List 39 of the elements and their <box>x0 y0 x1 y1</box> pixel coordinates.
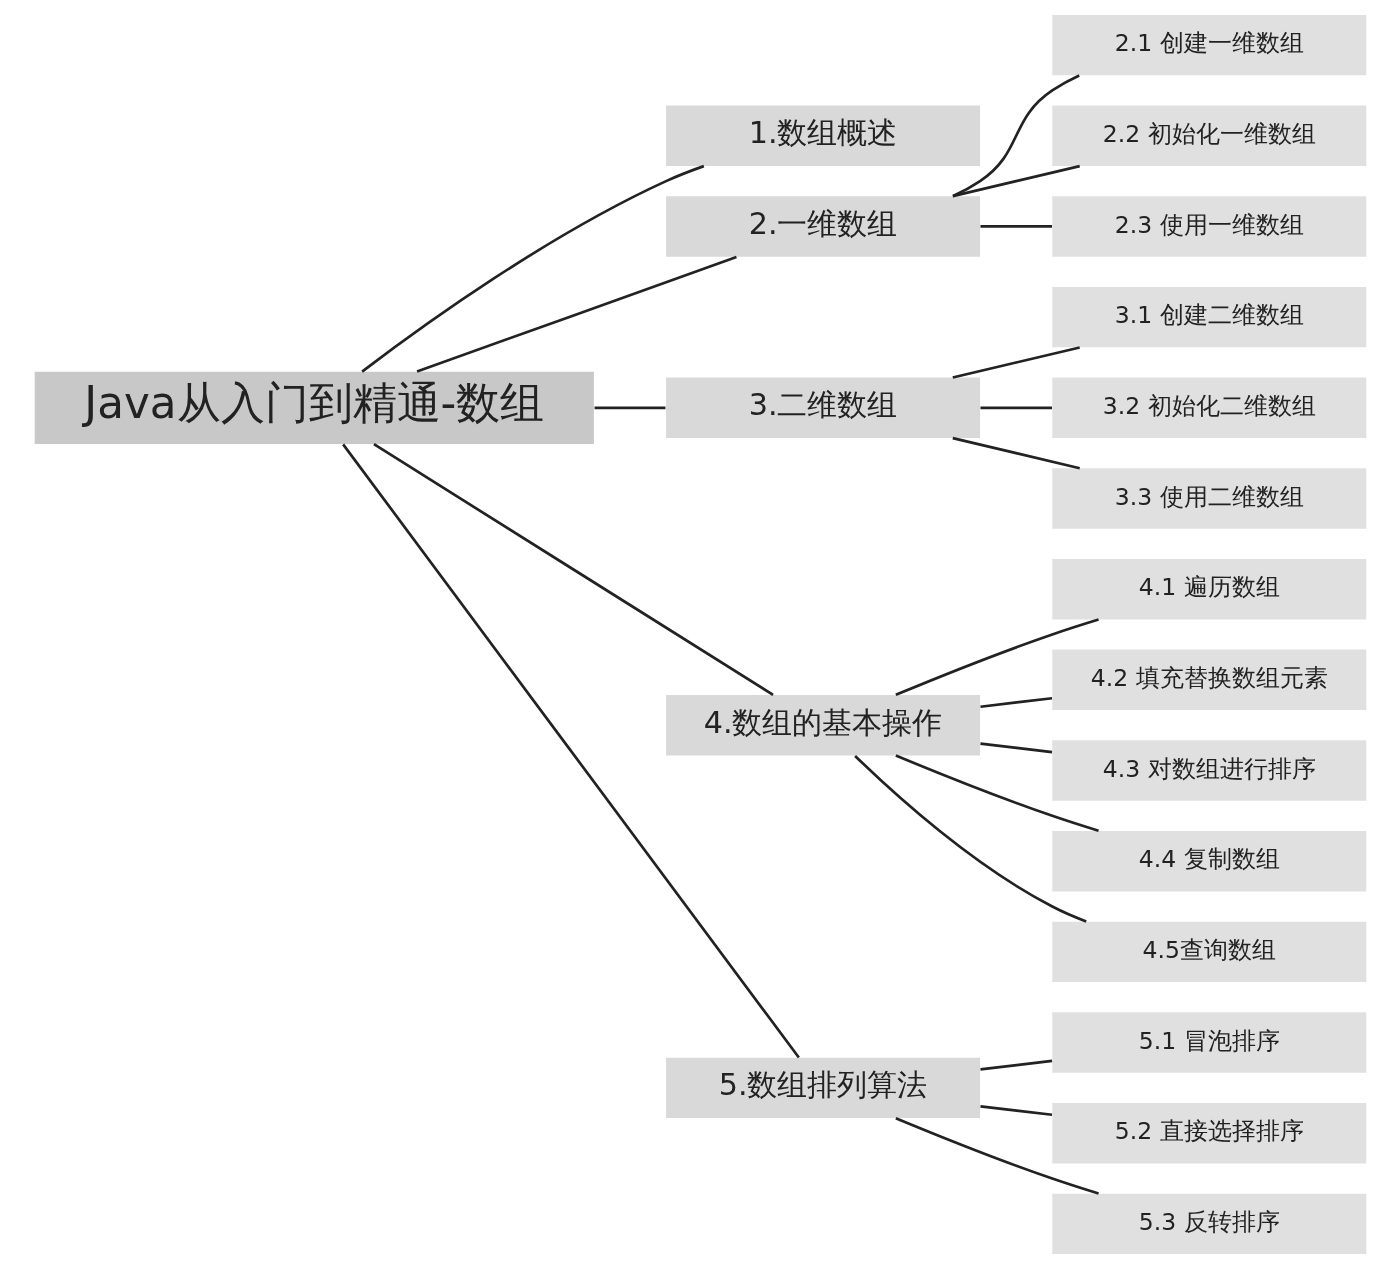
node-box: 1.数组概述 <box>665 105 980 166</box>
node-box: Java从入门到精通-数组 <box>34 371 594 444</box>
connector <box>853 754 1087 923</box>
node-box: 5.2 直接选择排序 <box>1051 1103 1366 1164</box>
node-box: 5.1 冒泡排序 <box>1051 1012 1366 1073</box>
node-box: 3.2 初始化二维数组 <box>1051 377 1366 439</box>
node-box: 5.3 反转排序 <box>1051 1193 1366 1255</box>
connector <box>979 742 1052 754</box>
connector <box>951 164 1080 198</box>
connector <box>979 696 1052 709</box>
connector <box>980 225 1052 228</box>
node-box: 4.3 对数组进行排序 <box>1051 740 1366 801</box>
connector <box>894 754 1099 833</box>
node-box: 4.4 复制数组 <box>1051 830 1366 892</box>
node-box: 3.1 创建二维数组 <box>1051 286 1366 348</box>
connector <box>341 443 800 1059</box>
connector <box>952 74 1080 198</box>
node-box: 2.1 创建一维数组 <box>1051 14 1366 76</box>
connector <box>979 1059 1052 1071</box>
connector <box>894 1116 1099 1195</box>
node-box: 3.二维数组 <box>665 377 980 439</box>
node-box: 4.1 遍历数组 <box>1051 558 1366 620</box>
connector <box>980 406 1052 410</box>
connector <box>360 164 704 373</box>
node-box: 2.2 初始化一维数组 <box>1051 105 1366 166</box>
node-box: 2.3 使用一维数组 <box>1051 196 1366 257</box>
node-box: 2.一维数组 <box>665 196 980 257</box>
node-box: 4.数组的基本操作 <box>665 694 980 756</box>
connector <box>594 406 665 410</box>
connector <box>894 618 1099 697</box>
connector <box>979 1104 1052 1117</box>
connector <box>951 436 1080 470</box>
node-box: 5.数组排列算法 <box>665 1057 980 1119</box>
node-box: 4.5查询数组 <box>1051 921 1366 983</box>
node-box: 3.3 使用二维数组 <box>1051 468 1366 529</box>
connector <box>951 346 1080 379</box>
node-box: 4.2 填充替换数组元素 <box>1051 649 1366 711</box>
connector <box>372 443 774 696</box>
connector <box>416 255 737 373</box>
